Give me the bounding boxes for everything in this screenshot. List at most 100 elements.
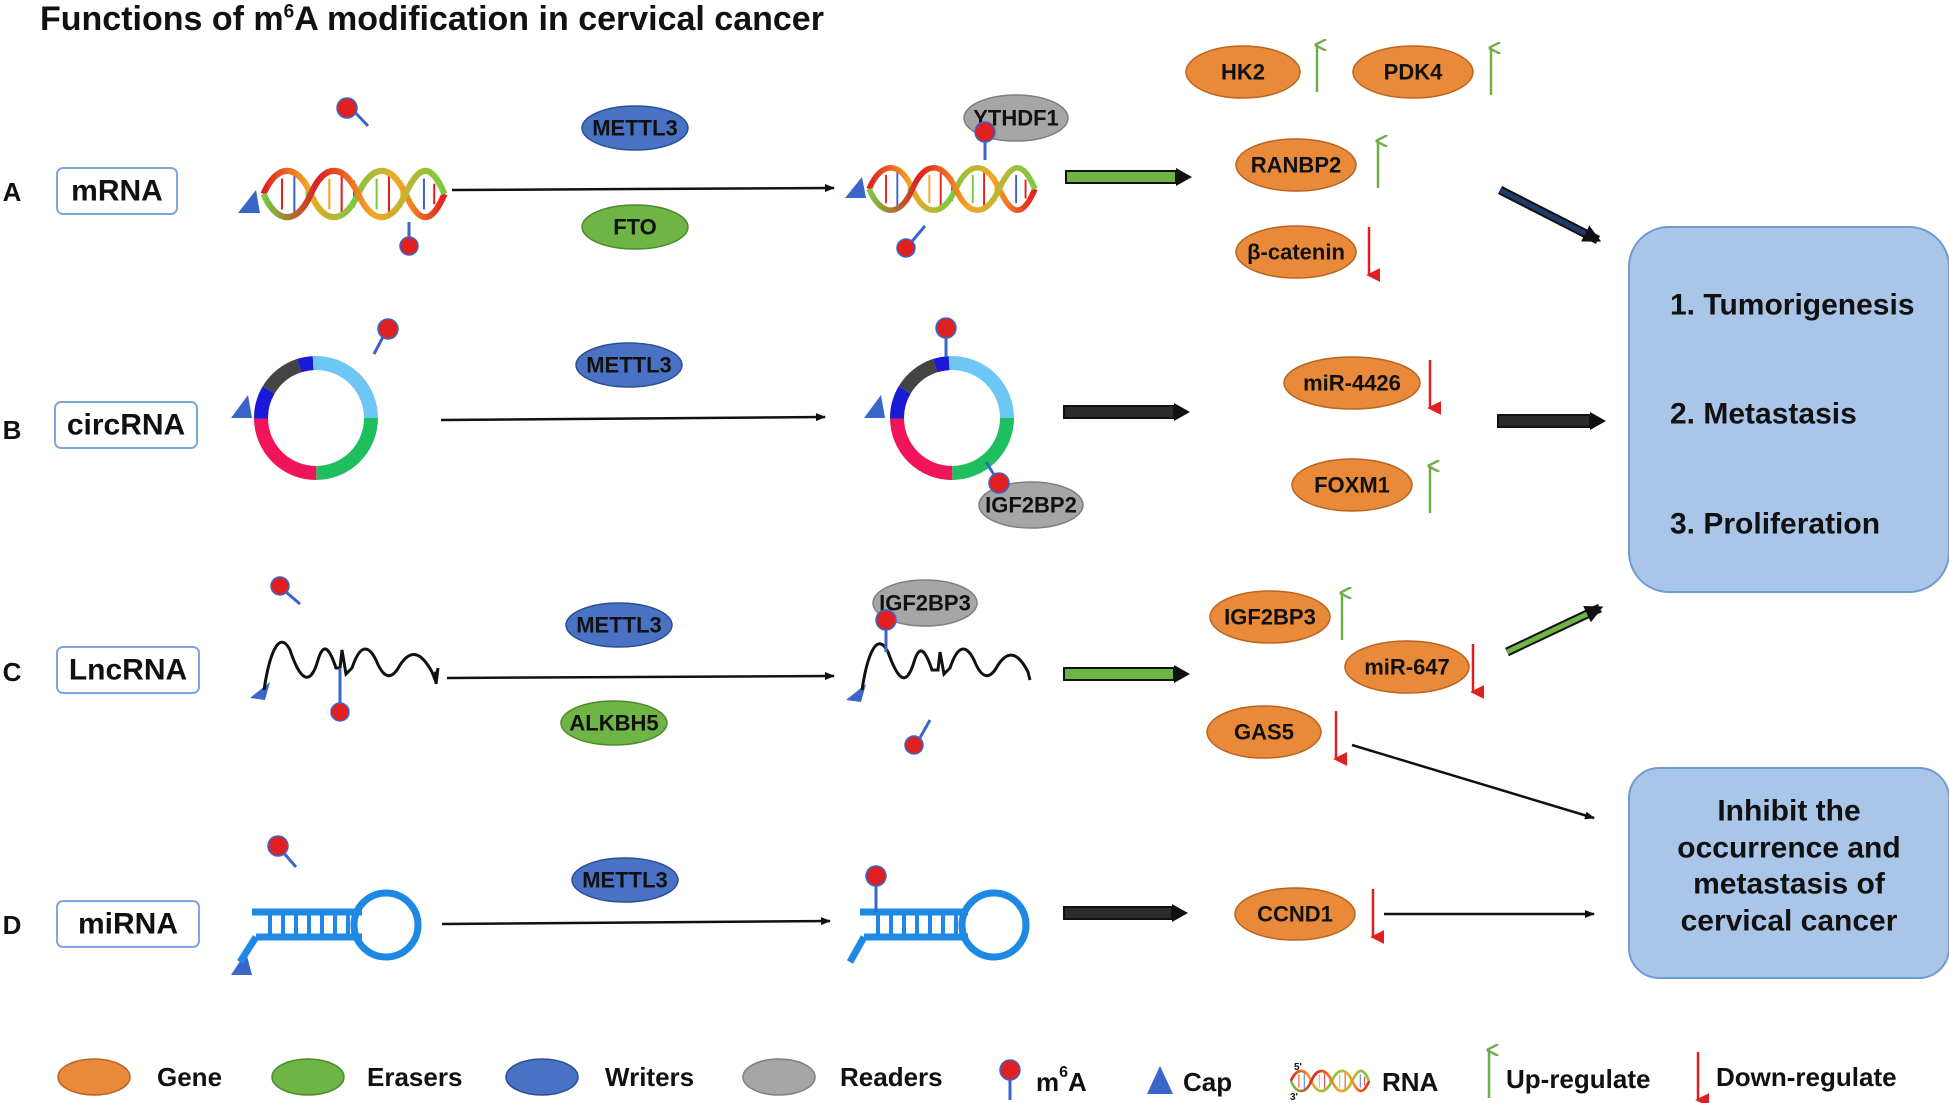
outcome-inhibit-line2: occurrence and bbox=[1677, 832, 1900, 865]
row-a-targets: HK2 PDK4 RANBP2 β-catenin bbox=[1185, 45, 1491, 282]
eraser-ellipse bbox=[581, 204, 689, 250]
m6a-icon bbox=[270, 576, 301, 606]
reader-ellipse bbox=[872, 579, 978, 627]
reader-ellipse bbox=[978, 481, 1084, 529]
circrna-ring-icon bbox=[890, 356, 1014, 480]
cap-icon bbox=[845, 177, 866, 198]
row-letter-a: A bbox=[3, 177, 22, 207]
enzyme-label-b-reader: IGF2BP2 bbox=[985, 493, 1077, 518]
rna-type-mirna: miRNA bbox=[78, 908, 178, 941]
legend-eraser-icon bbox=[271, 1058, 345, 1096]
enzyme-label-c-eraser: ALKBH5 bbox=[569, 711, 658, 736]
row-d-targets: CCND1 bbox=[1234, 887, 1385, 944]
eraser-ellipse bbox=[560, 700, 668, 746]
legend-gene-icon bbox=[57, 1058, 131, 1096]
writer-ellipse bbox=[565, 602, 673, 648]
cap-icon bbox=[231, 395, 252, 418]
outcome-inhibit-line4: cervical cancer bbox=[1681, 905, 1898, 938]
row-a-label-group: A mRNA bbox=[3, 167, 178, 215]
enzyme-label-b-writer: METTL3 bbox=[586, 353, 672, 378]
legend-rna-5prime: 5' bbox=[1294, 1062, 1302, 1073]
gene-ellipse bbox=[1235, 225, 1357, 279]
figure-title: Functions of m6A modification in cervica… bbox=[40, 0, 824, 38]
legend-writers-label: Writers bbox=[605, 1062, 694, 1092]
writer-ellipse bbox=[571, 857, 679, 903]
rna-type-circrna: circRNA bbox=[67, 409, 185, 442]
gene-ellipse bbox=[1352, 45, 1474, 99]
rna-type-box-circrna bbox=[54, 401, 198, 449]
gene-label-mir-4426: miR-4426 bbox=[1303, 371, 1401, 396]
m6a-icon bbox=[896, 225, 927, 258]
legend-cap-icon bbox=[1147, 1066, 1173, 1094]
row-d-label-group: D miRNA bbox=[3, 900, 200, 948]
mrna-helix-icon bbox=[263, 171, 444, 217]
m6a-icon bbox=[935, 317, 957, 357]
row-c-label-group: C LncRNA bbox=[3, 646, 200, 694]
black-arrow bbox=[1063, 904, 1188, 922]
enzyme-label-a-eraser: FTO bbox=[613, 215, 657, 240]
legend-rna-label: RNA bbox=[1382, 1067, 1439, 1097]
cap-icon bbox=[238, 190, 260, 213]
m6a-icon bbox=[875, 609, 897, 652]
gene-ellipse bbox=[1291, 458, 1413, 512]
m6a-icon bbox=[974, 121, 996, 160]
lncrna-strand-icon bbox=[262, 640, 440, 691]
legend-readers-label: Readers bbox=[840, 1062, 943, 1092]
outcome-inhibit-line3: metastasis of bbox=[1693, 868, 1886, 901]
rna-type-lncrna: LncRNA bbox=[69, 654, 187, 687]
legend-rna-icon: 5' 3' bbox=[1290, 1062, 1370, 1103]
flow-arrow bbox=[441, 917, 831, 926]
black-arrow bbox=[1497, 412, 1606, 430]
legend-gene-label: Gene bbox=[157, 1062, 222, 1092]
writer-ellipse bbox=[581, 105, 689, 151]
rna-type-box-mirna bbox=[56, 900, 200, 948]
row-letter-c: C bbox=[3, 657, 22, 687]
gene-ellipse bbox=[1344, 640, 1470, 694]
legend-erasers-label: Erasers bbox=[367, 1062, 462, 1092]
gene-label-igf2bp3: IGF2BP3 bbox=[1224, 605, 1316, 630]
cap-icon bbox=[864, 395, 885, 418]
m6a-icon bbox=[399, 222, 419, 256]
mirna-hairpin-icon bbox=[237, 889, 422, 964]
row-c-lncrna: METTL3 ALKBH5 IGF2BP3 bbox=[250, 576, 1604, 820]
m6a-icon bbox=[865, 865, 887, 912]
rna-type-box-mrna bbox=[56, 167, 178, 215]
promote-arrow-c bbox=[1505, 605, 1604, 655]
legend-m6a-icon bbox=[999, 1059, 1021, 1100]
gene-label-pdk4: PDK4 bbox=[1384, 60, 1443, 85]
outcome-promote-box: 1. Tumorigenesis 2. Metastasis 3. Prolif… bbox=[1628, 226, 1949, 593]
green-arrow bbox=[1065, 168, 1192, 186]
gene-label-ccnd1: CCND1 bbox=[1257, 902, 1333, 927]
rna-type-mrna: mRNA bbox=[71, 175, 163, 208]
green-arrow bbox=[1063, 665, 1190, 683]
row-letter-b: B bbox=[3, 415, 22, 445]
flow-arrow bbox=[440, 413, 826, 422]
legend-cap-label: Cap bbox=[1183, 1067, 1232, 1097]
gene-ellipse bbox=[1235, 138, 1357, 192]
inhibit-arrow-c bbox=[1351, 743, 1595, 820]
enzyme-label-c-reader: IGF2BP3 bbox=[879, 591, 971, 616]
legend-rna-3prime: 3' bbox=[1290, 1092, 1298, 1103]
gene-label-beta-catenin: β-catenin bbox=[1247, 240, 1345, 265]
gene-ellipse bbox=[1185, 45, 1301, 99]
writer-ellipse bbox=[575, 342, 683, 388]
row-c-targets: IGF2BP3 miR-647 GAS5 bbox=[1206, 590, 1485, 766]
flow-arrow bbox=[446, 672, 835, 681]
legend-reader-icon bbox=[742, 1058, 816, 1096]
lncrna-strand-icon bbox=[860, 642, 1032, 691]
gene-ellipse bbox=[1283, 356, 1421, 410]
legend: Gene Erasers Writers Readers m6A Cap 5' … bbox=[57, 1050, 1897, 1103]
row-a-mrna: METTL3 FTO YTHDF1 bbox=[238, 94, 1602, 258]
legend-up-label: Up-regulate bbox=[1506, 1064, 1650, 1094]
rna-type-box-lncrna bbox=[56, 646, 200, 694]
gene-label-foxm1: FOXM1 bbox=[1314, 473, 1390, 498]
gene-label-hk2: HK2 bbox=[1221, 60, 1265, 85]
gene-ellipse bbox=[1209, 590, 1331, 644]
legend-m6a-label: m6A bbox=[1036, 1064, 1087, 1098]
gene-label-gas5: GAS5 bbox=[1234, 720, 1294, 745]
outcome-proliferation: 3. Proliferation bbox=[1670, 508, 1880, 541]
m6a-icon bbox=[336, 97, 370, 128]
gene-label-ranbp2: RANBP2 bbox=[1251, 153, 1341, 178]
row-b-targets: miR-4426 FOXM1 bbox=[1283, 356, 1442, 513]
